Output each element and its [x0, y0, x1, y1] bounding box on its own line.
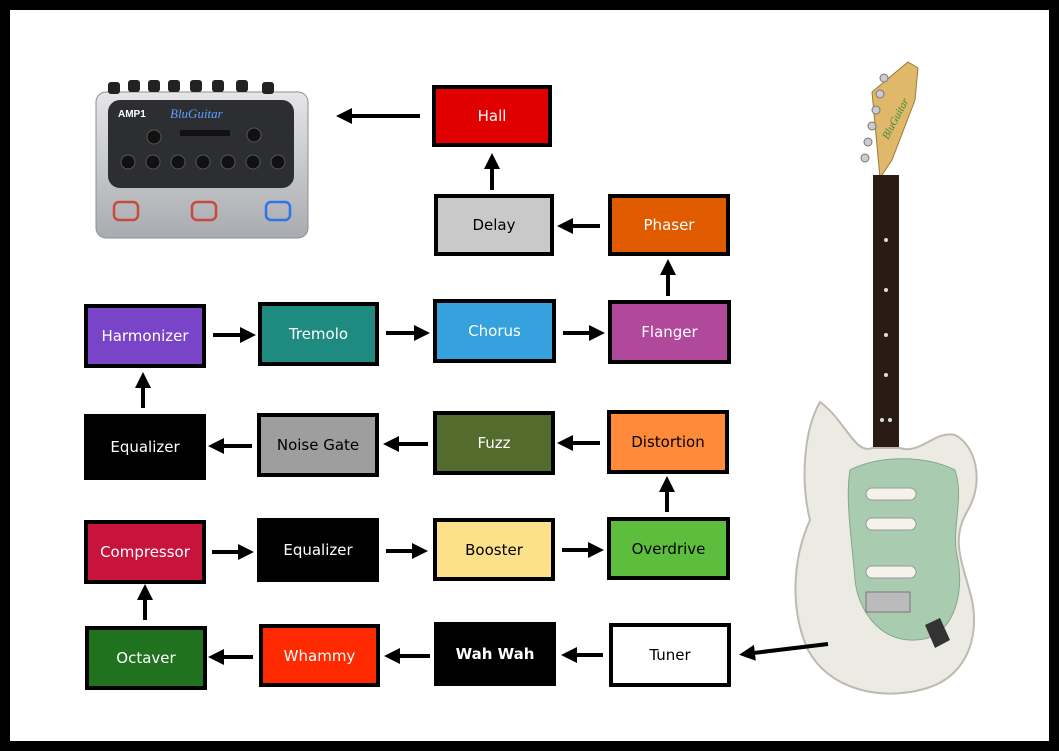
pedal-chorus: Chorus: [433, 299, 556, 363]
pedal-wah-wah-label: Wah Wah: [455, 645, 535, 663]
pedal-tuner-label: Tuner: [649, 646, 691, 664]
pedal-overdrive: Overdrive: [607, 517, 730, 580]
pedal-overdrive-label: Overdrive: [631, 539, 706, 558]
pedal-compressor: Compressor: [84, 520, 206, 584]
pedal-distortion: Distortion: [607, 410, 729, 474]
pedal-octaver-label: Octaver: [116, 649, 176, 667]
pedal-tuner: Tuner: [609, 623, 731, 687]
pedal-delay: Delay: [434, 194, 554, 256]
pedal-tremolo-label: Tremolo: [288, 325, 349, 343]
pedal-flanger: Flanger: [608, 300, 731, 364]
pedal-wah-wah: Wah Wah: [434, 622, 556, 686]
pedal-equalizer-lower-label: Equalizer: [283, 541, 353, 559]
pedal-tremolo: Tremolo: [258, 302, 379, 366]
pedal-equalizer-upper-label: Equalizer: [110, 438, 180, 456]
pedal-chorus-label: Chorus: [468, 322, 521, 340]
pedal-distortion-label: Distortion: [631, 433, 705, 451]
pedal-phaser-label: Phaser: [643, 216, 695, 234]
pedal-harmonizer-label: Harmonizer: [101, 327, 189, 345]
pedal-noise-gate-label: Noise Gate: [276, 436, 360, 454]
pedal-noise-gate: Noise Gate: [257, 413, 379, 477]
pedal-fuzz-label: Fuzz: [477, 434, 511, 452]
arrow-guitar-to-tuner: [739, 642, 829, 661]
pedal-harmonizer: Harmonizer: [84, 304, 206, 368]
pedal-whammy-label: Whammy: [283, 646, 356, 665]
pedal-hall-label: Hall: [477, 107, 507, 125]
pedal-delay-label: Delay: [472, 216, 516, 234]
pedal-booster: Booster: [433, 518, 555, 581]
pedal-equalizer-upper: Equalizer: [84, 414, 206, 480]
pedal-whammy: Whammy: [259, 624, 380, 687]
pedal-compressor-label: Compressor: [100, 543, 190, 561]
pedal-booster-label: Booster: [465, 540, 523, 559]
pedal-flanger-label: Flanger: [641, 323, 698, 341]
pedal-hall: Hall: [432, 85, 552, 147]
pedal-octaver: Octaver: [85, 626, 207, 690]
pedal-equalizer-lower: Equalizer: [257, 518, 379, 582]
pedal-fuzz: Fuzz: [433, 411, 555, 475]
pedal-phaser: Phaser: [608, 194, 730, 256]
